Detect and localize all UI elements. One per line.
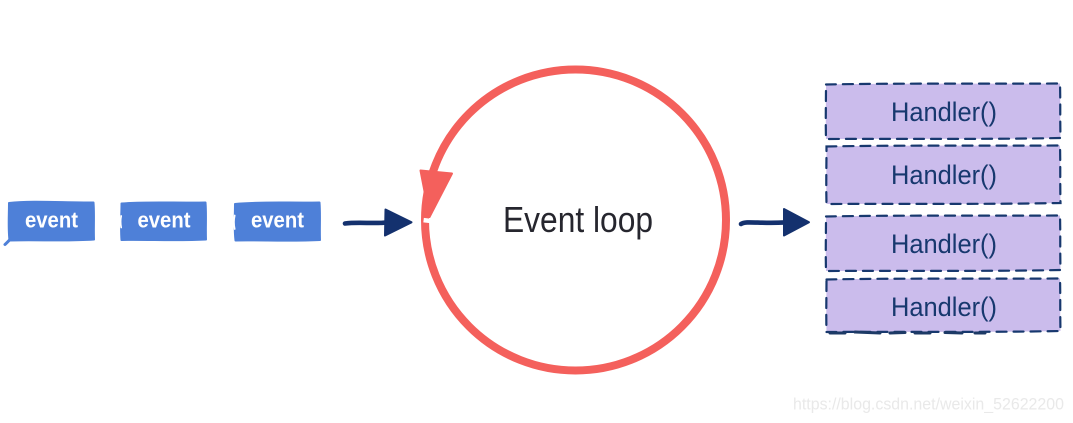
svg-text:Handler(): Handler() [891, 160, 997, 190]
svg-text:event: event [138, 208, 192, 233]
svg-text:Event loop: Event loop [503, 199, 653, 240]
svg-text:event: event [251, 208, 305, 233]
svg-text:Handler(): Handler() [891, 229, 997, 259]
svg-text:https://blog.csdn.net/weixin_5: https://blog.csdn.net/weixin_52622200 [793, 395, 1064, 414]
svg-text:Handler(): Handler() [891, 292, 997, 322]
svg-text:Handler(): Handler() [891, 97, 997, 127]
svg-text:event: event [25, 208, 79, 233]
